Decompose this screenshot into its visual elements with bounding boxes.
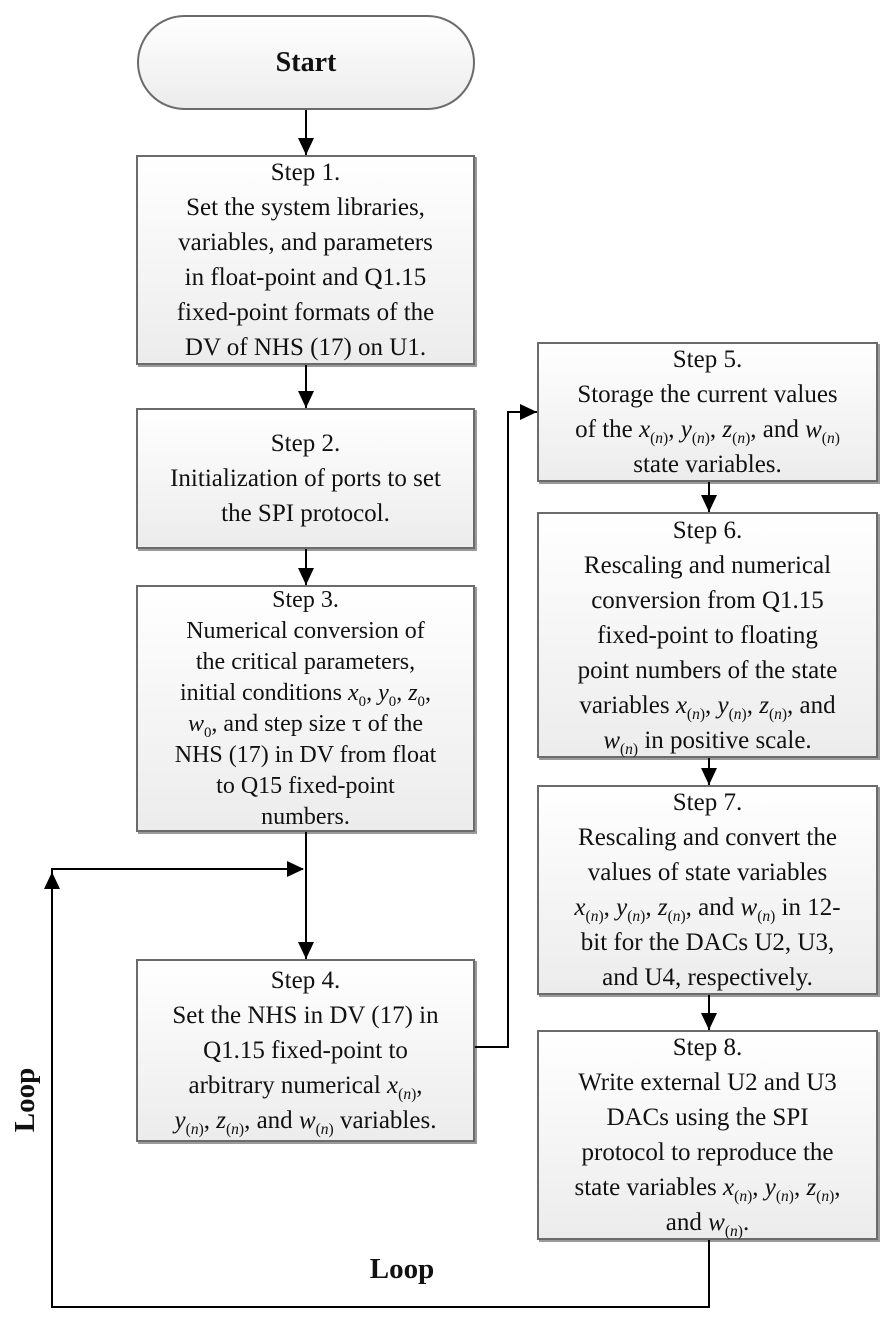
arrowhead-loop-up-icon — [44, 872, 60, 889]
step-text-line: Step 8. — [672, 1034, 743, 1061]
step-text-line: values of state variables — [587, 859, 828, 886]
step1-node: Step 1. Set the system libraries, variable… — [136, 155, 475, 365]
step-text-line: NHS (17) in DV from float — [174, 741, 437, 768]
step-text-line: in float-point and Q1.15 — [184, 264, 427, 291]
loop-line-bottom — [51, 1306, 710, 1308]
step-text-line: x(n), y(n), z(n), and w(n) in 12- — [574, 894, 841, 925]
step-text-line: fixed-point formats of the — [176, 299, 435, 326]
step-text-line: point numbers of the state — [577, 656, 838, 684]
step-text-line: Numerical conversion of — [186, 617, 425, 644]
step-text-line: variables x(n), y(n), z(n), and — [579, 691, 836, 723]
loop-line-down — [708, 1240, 710, 1308]
step-text-line: bit for the DACs U2, U3, — [580, 929, 835, 956]
step-text-line: DV of NHS (17) on U1. — [184, 334, 427, 361]
step-text-line: w0, and step size τ of the — [187, 710, 424, 741]
arrowhead-step6-step7-icon — [701, 768, 717, 785]
step-text-line: variables, and parameters — [178, 229, 433, 256]
arrowhead-step4-step5-icon — [520, 404, 537, 420]
step-text-line: numbers. — [261, 803, 350, 830]
step-text-line: and w(n). — [665, 1209, 750, 1240]
step-text-line: Step 2. — [270, 430, 341, 457]
step-text-line: Rescaling and convert the — [578, 824, 837, 851]
step-text-line: Set the system libraries, — [186, 194, 425, 221]
connector-step1-step2 — [305, 365, 307, 408]
connector-step7-step8 — [708, 995, 710, 1030]
step7-node: Step 7. Rescaling and convert the values o… — [537, 785, 878, 995]
loop-line-left — [51, 869, 53, 1308]
arrowhead-start-step1-icon — [298, 138, 314, 155]
step3-node: Step 3. Numerical conversion of the critic… — [136, 585, 475, 832]
step-text-line: Step 7. — [672, 789, 743, 816]
connector-step3-step4 — [305, 832, 307, 959]
loop-label-bottom: Loop — [369, 1253, 435, 1285]
start-label: Start — [275, 47, 337, 78]
loop-label-left: Loop — [9, 1067, 41, 1133]
step-text-line: Initialization of ports to set — [170, 465, 441, 492]
step8-node: Step 8. Write external U2 and U3 DACs usin… — [537, 1030, 878, 1240]
connector-step4-step5-v — [507, 411, 509, 1048]
step5-node: Step 5. Storage the current values of the … — [537, 342, 878, 482]
step-text-line: w(n) in positive scale. — [603, 726, 812, 758]
step-text-line: Step 1. — [270, 159, 341, 186]
step-text-line: the SPI protocol. — [221, 500, 390, 527]
arrowhead-step7-step8-icon — [701, 1013, 717, 1030]
arrowhead-step5-step6-icon — [701, 495, 717, 512]
step-text-line: arbitrary numerical x(n), — [188, 1072, 423, 1103]
step-text-line: DACs using the SPI — [606, 1104, 809, 1131]
connector-start-step1 — [305, 110, 307, 155]
arrowhead-step3-step4-icon — [298, 942, 314, 959]
step-text-line: y(n), z(n), and w(n) variables. — [174, 1107, 437, 1138]
step4-node: Step 4. Set the NHS in DV (17) in Q1.15 fi… — [136, 959, 475, 1142]
step-text-line: Q1.15 fixed-point to — [203, 1037, 408, 1064]
step-text-line: state variables x(n), y(n), z(n), — [574, 1174, 841, 1205]
start-node: Start — [137, 15, 475, 110]
step-text-line: Write external U2 and U3 — [578, 1069, 837, 1096]
step6-node: Step 6. Rescaling and numerical conversion… — [537, 512, 878, 758]
connector-step4-step5-h1 — [475, 1046, 509, 1048]
step-text-line: initial conditions x0, y0, z0, — [180, 679, 431, 710]
arrowhead-loop-junction-icon — [287, 861, 304, 877]
step-text-line: conversion from Q1.15 — [591, 586, 824, 614]
step-text-line: protocol to reproduce the — [581, 1139, 834, 1166]
arrowhead-step2-step3-icon — [298, 568, 314, 585]
step2-node: Step 2. Initialization of ports to set the… — [136, 408, 475, 549]
loop-line-junction — [51, 868, 303, 870]
step-text-line: Step 4. — [270, 967, 341, 994]
step-text-line: Set the NHS in DV (17) in — [172, 1002, 439, 1029]
step-text-line: of the x(n), y(n), z(n), and w(n) — [575, 416, 840, 447]
step-text-line: Storage the current values — [577, 381, 838, 408]
step-text-line: fixed-point to floating — [597, 621, 818, 649]
step-text-line: state variables. — [633, 451, 782, 478]
connector-step2-step3 — [305, 549, 307, 585]
step-text-line: Step 3. — [272, 586, 339, 613]
step-text-line: Step 5. — [672, 346, 743, 373]
step-text-line: to Q15 fixed-point — [216, 772, 395, 799]
step-text-line: Rescaling and numerical — [583, 551, 832, 579]
arrowhead-step1-step2-icon — [298, 391, 314, 408]
step-text-line: Step 6. — [672, 516, 743, 544]
step-text-line: and U4, respectively. — [602, 964, 813, 991]
step-text-line: the critical parameters, — [195, 648, 416, 675]
